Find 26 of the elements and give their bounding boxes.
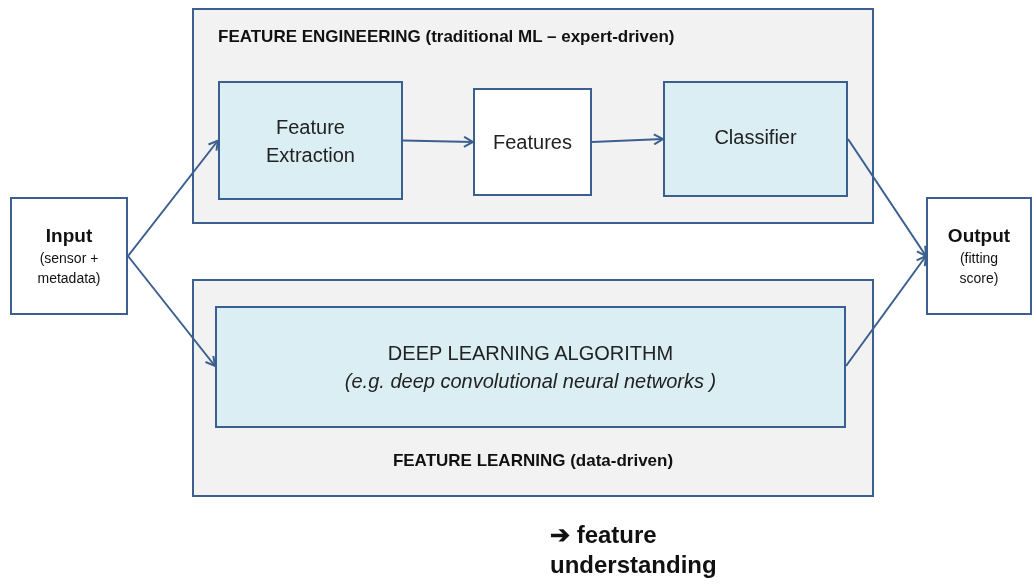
node-subtitle: (sensor + metadata) <box>36 249 102 288</box>
arrow <box>845 255 927 367</box>
process-box <box>218 81 403 200</box>
node-label: Classifier <box>713 125 798 150</box>
note-text: ➔ feature understanding <box>550 520 718 580</box>
process-box <box>663 81 848 197</box>
group-panel <box>192 8 874 224</box>
node-label: Features <box>492 130 573 155</box>
node-label: DEEP LEARNING ALGORITHM <box>386 341 675 366</box>
node-title: Input <box>45 224 93 248</box>
node-title: Output <box>947 224 1011 248</box>
terminal-box <box>926 197 1032 315</box>
node-subtitle: (fitting score) <box>958 249 1000 288</box>
arrow <box>591 133 664 146</box>
group-panel <box>192 279 874 497</box>
arrow <box>402 135 474 148</box>
panel-title: FEATURE LEARNING (data-driven) <box>391 449 675 472</box>
node-label: Feature Extraction <box>265 114 356 168</box>
process-box <box>215 306 846 428</box>
arrow <box>127 255 216 367</box>
data-box <box>473 88 592 196</box>
arrow <box>847 138 927 257</box>
terminal-box <box>10 197 128 315</box>
arrow <box>127 139 219 257</box>
panel-title: FEATURE ENGINEERING (traditional ML – expert-driven) <box>218 26 675 48</box>
node-note: (e.g. deep convolutional neural networks ) <box>343 369 718 394</box>
